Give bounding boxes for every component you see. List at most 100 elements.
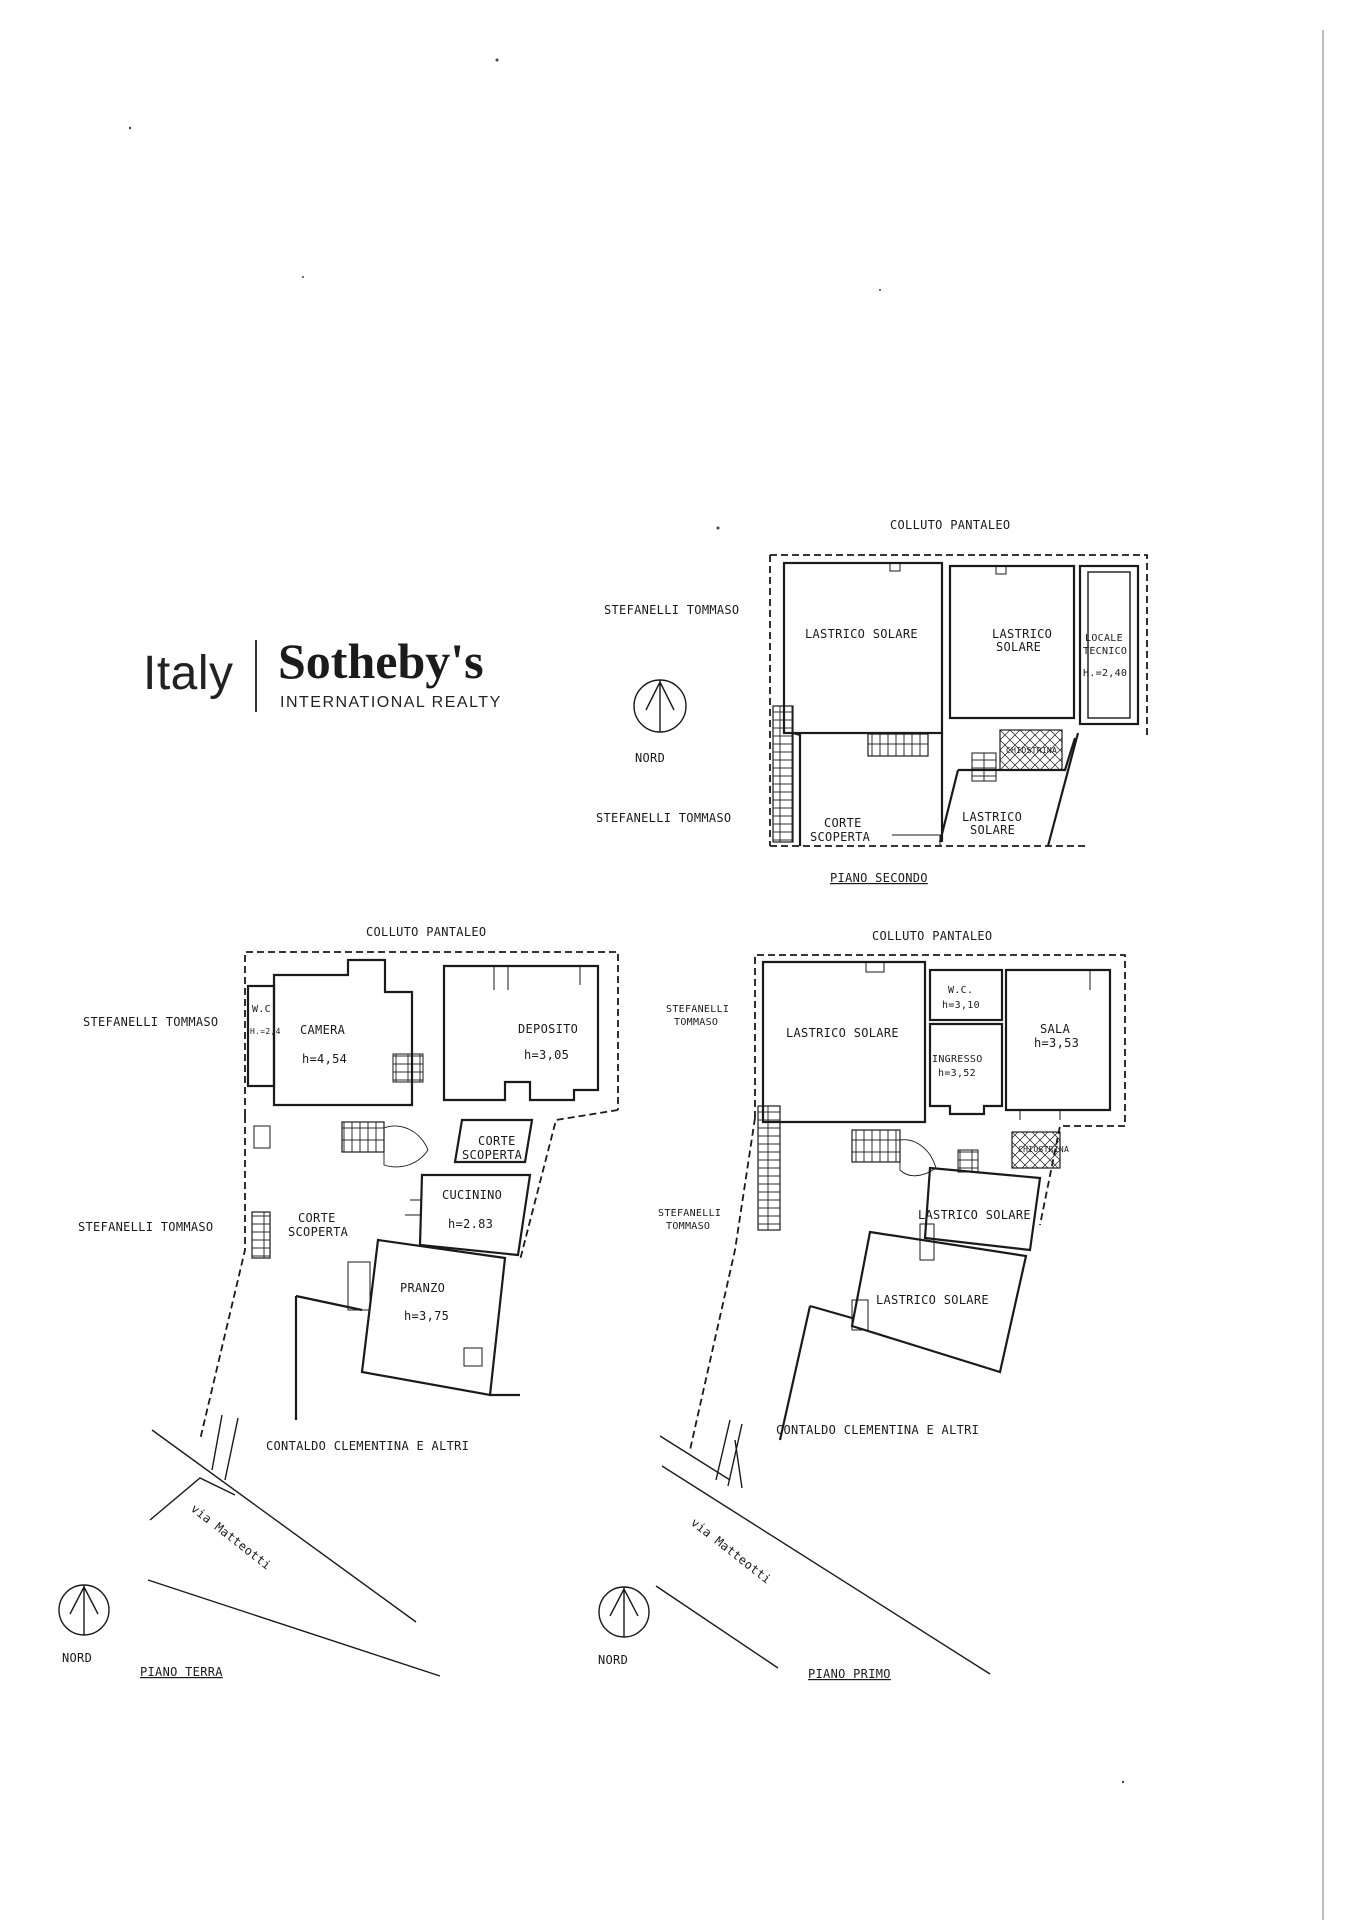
room-label: CUCININO [442, 1188, 502, 1202]
room-cucinino [418, 1173, 532, 1257]
room-label: CHIOSTRINA [1018, 1145, 1069, 1154]
label-south-neighbor: CONTALDO CLEMENTINA E ALTRI [266, 1439, 469, 1453]
label-nord: NORD [62, 1651, 92, 1665]
label-west-neighbor-bottom: TOMMASO [666, 1221, 710, 1232]
boundary-outline [519, 1109, 619, 1261]
stair-ground [341, 1121, 385, 1153]
stair-first [851, 1129, 901, 1163]
plan-piano-terra: COLLUTO PANTALEO STEFANELLI TOMMASO STEF… [58, 925, 619, 1679]
label-street: via Matteotti [188, 1501, 274, 1572]
room-locale-tecnico-inner [1087, 571, 1131, 719]
room-height: H.=2,40 [1083, 668, 1127, 679]
room-height: h=3,52 [938, 1068, 976, 1079]
boundary-outline [1039, 1125, 1125, 1226]
room-label: CORTE [298, 1211, 336, 1225]
room-label: SCOPERTA [288, 1225, 349, 1239]
plan-title: PIANO PRIMO [808, 1667, 891, 1681]
logo-subtitle: INTERNATIONAL REALTY [280, 694, 502, 711]
room-lastrico-solare [948, 564, 1076, 720]
boundary-outline [689, 1117, 756, 1451]
label-nord: NORD [598, 1653, 628, 1667]
label-west-neighbor-bottom: STEFANELLI [658, 1208, 721, 1219]
boundary-outline [199, 1116, 246, 1441]
room-corte-scoperta [453, 1118, 534, 1164]
north-arrow-icon [633, 679, 687, 733]
room-height: h=4,54 [302, 1052, 347, 1066]
label-street: via Matteotti [688, 1515, 774, 1586]
room-camera [272, 958, 414, 1107]
room-label: PRANZO [400, 1281, 445, 1295]
north-arrow-icon [58, 1584, 110, 1636]
logo-divider [255, 640, 257, 712]
scan-specks [128, 58, 1125, 1784]
room-height: h=3,10 [942, 1000, 980, 1011]
room-label: LASTRICO [962, 810, 1022, 824]
label-west-neighbor-bottom: STEFANELLI TOMMASO [78, 1220, 213, 1234]
plan-piano-primo: COLLUTO PANTALEO STEFANELLI TOMMASO STEF… [598, 929, 1126, 1681]
chiostrina [1011, 1131, 1061, 1169]
boundary-outline [754, 954, 1126, 1126]
room-label: LOCALE [1085, 633, 1123, 644]
room-label: CORTE [478, 1134, 516, 1148]
room-label: LASTRICO SOLARE [918, 1208, 1031, 1222]
room-wc [928, 968, 1004, 1022]
street-line [147, 1579, 441, 1677]
room-label: SALA [1040, 1022, 1071, 1036]
room-label: SOLARE [996, 640, 1041, 654]
room-ingresso [928, 1022, 1004, 1116]
room-label: CAMERA [300, 1023, 346, 1037]
logo-brand-text: Sotheby's [278, 633, 484, 689]
room-wc [246, 984, 276, 1088]
room-height: H.=2,4 [250, 1027, 281, 1036]
label-west-neighbor-top: STEFANELLI TOMMASO [604, 603, 739, 617]
label-north-neighbor: COLLUTO PANTALEO [890, 518, 1010, 532]
room-height: h=3,05 [524, 1048, 569, 1062]
room-label: INGRESSO [932, 1054, 983, 1065]
room-label: SCOPERTA [810, 830, 871, 844]
label-nord: NORD [635, 751, 665, 765]
room-label: CORTE [824, 816, 862, 830]
room-lastrico-solare [761, 960, 927, 1124]
label-south-neighbor: CONTALDO CLEMENTINA E ALTRI [776, 1423, 979, 1437]
logo-italy-text: Italy [143, 647, 234, 700]
label-west-neighbor-top: STEFANELLI [666, 1004, 729, 1015]
room-label: LASTRICO SOLARE [786, 1026, 899, 1040]
label-west-neighbor-top: STEFANELLI TOMMASO [83, 1015, 218, 1029]
room-lastrico-solare [923, 1166, 1042, 1252]
boundary-outline [770, 554, 1148, 735]
chiostrina [999, 729, 1063, 771]
plan-piano-secondo: COLLUTO PANTALEO STEFANELLI TOMMASO STEF… [596, 518, 1148, 885]
room-label: SCOPERTA [462, 1148, 523, 1162]
room-label: LASTRICO SOLARE [805, 627, 918, 641]
room-locale-tecnico [1078, 564, 1140, 726]
room-height: h=3,75 [404, 1309, 449, 1323]
north-arrow-icon [598, 1586, 650, 1638]
room-height: h=3,53 [1034, 1036, 1079, 1050]
stair-west [772, 705, 794, 843]
plan-title: PIANO TERRA [140, 1665, 223, 1679]
street-line [655, 1585, 779, 1669]
street-line [151, 1429, 417, 1623]
room-label: CHIOSTRINA [1006, 746, 1057, 755]
room-label: TECNICO [1083, 646, 1127, 657]
scan-edge-line [1322, 30, 1324, 1920]
label-west-neighbor-bottom: STEFANELLI TOMMASO [596, 811, 731, 825]
room-label: DEPOSITO [518, 1022, 578, 1036]
label-north-neighbor: COLLUTO PANTALEO [872, 929, 992, 943]
room-height: h=2.83 [448, 1217, 493, 1231]
room-label: SOLARE [970, 823, 1015, 837]
room-sala [1004, 968, 1112, 1112]
label-west-neighbor-top: TOMMASO [674, 1017, 718, 1028]
room-label: LASTRICO [992, 627, 1052, 641]
street-line [661, 1465, 991, 1675]
room-label: W.C. [948, 985, 973, 996]
room-label: LASTRICO SOLARE [876, 1293, 989, 1307]
room-lastrico-solare [850, 1230, 1028, 1374]
plan-title: PIANO SECONDO [830, 871, 928, 885]
room-label: W.C [252, 1004, 271, 1015]
room-deposito [442, 964, 600, 1102]
boundary-outline [244, 951, 619, 1116]
label-north-neighbor: COLLUTO PANTALEO [366, 925, 486, 939]
stair-central [867, 733, 929, 757]
